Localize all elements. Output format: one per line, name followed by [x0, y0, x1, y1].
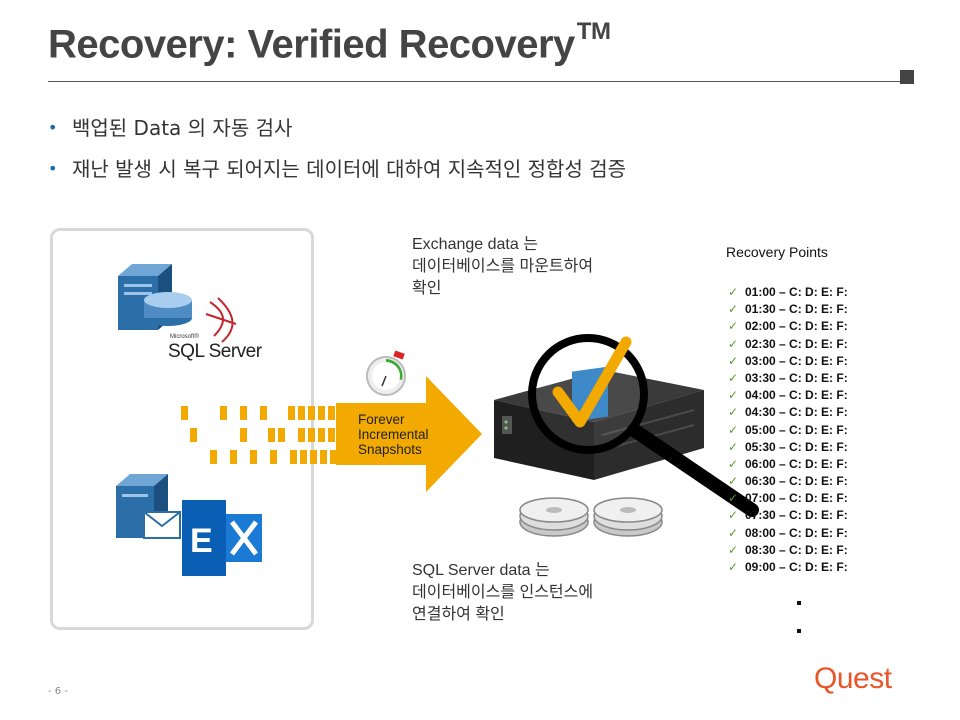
checkmark-icon: ✓ [728, 560, 739, 574]
sql-server-icon [118, 264, 237, 343]
title-corner-square [900, 70, 914, 84]
checkmark-icon: ✓ [728, 508, 739, 523]
arrow-label-line: Forever [358, 412, 405, 427]
slide-title-text: Recovery: Verified Recovery [48, 22, 575, 67]
sql-verification-note: SQL Server data 는 데이터베이스를 인스턴스에 연결하여 확인 [412, 560, 593, 626]
sql-logo-small-text: Microsoft® [170, 334, 199, 340]
recovery-point-item: ✓08:30 – C: D: E: F: [728, 542, 848, 559]
checkmark-icon: ✓ [728, 456, 739, 471]
checkmark-icon: ✓ [728, 525, 739, 540]
note-line: 데이터베이스를 마운트하여 [412, 258, 594, 275]
sql-server-logo-text: SQL Server [168, 341, 262, 362]
recovery-point-item: ✓03:00 – C: D: E: F: [728, 353, 848, 370]
bullet-list: 백업된 Data 의 자동 검사 재난 발생 시 복구 되어지는 데이터에 대하… [48, 116, 626, 198]
recovery-point-item: ✓04:00 – C: D: E: F: [728, 387, 848, 404]
recovery-point-item: ✓05:00 – C: D: E: F: [728, 422, 848, 439]
note-line: Exchange data 는 [412, 236, 538, 253]
recovery-point-item: ✓05:30 – C: D: E: F: [728, 439, 848, 456]
recovery-point-item: ✓07:30 – C: D: E: F: [728, 507, 848, 524]
snapshot-arrow [336, 376, 482, 492]
ellipsis-dot [797, 629, 801, 633]
backup-appliance-icon [494, 334, 759, 517]
recovery-points-list: ✓01:00 – C: D: E: F: ✓01:30 – C: D: E: F… [728, 284, 848, 576]
stopwatch-icon [366, 350, 406, 396]
recovery-points-title: Recovery Points [726, 244, 828, 260]
recovery-point-item: ✓06:30 – C: D: E: F: [728, 473, 848, 490]
recovery-point-item: ✓03:30 – C: D: E: F: [728, 370, 848, 387]
arrow-label: Forever Incremental Snapshots [358, 412, 429, 457]
ellipsis-dot [797, 601, 801, 605]
recovery-point-item: ✓02:00 – C: D: E: F: [728, 318, 848, 335]
recovery-point-item: ✓01:30 – C: D: E: F: [728, 301, 848, 318]
checkmark-icon: ✓ [728, 542, 739, 557]
checkmark-icon: ✓ [728, 439, 739, 454]
recovery-point-item: ✓01:00 – C: D: E: F: [728, 284, 848, 301]
exchange-verification-note: Exchange data 는 데이터베이스를 마운트하여 확인 [412, 234, 593, 300]
checkmark-icon: ✓ [728, 302, 739, 317]
trademark-superscript: TM [576, 18, 611, 45]
checkmark-icon: ✓ [728, 319, 739, 334]
recovery-point-item: ✓06:00 – C: D: E: F: [728, 456, 848, 473]
checkmark-icon: ✓ [728, 474, 739, 489]
note-line: 연결하여 확인 [412, 606, 505, 623]
checkmark-icon: ✓ [728, 491, 739, 506]
recovery-point-item: ✓08:00 – C: D: E: F: [728, 525, 848, 542]
exchange-server-icon: E [116, 474, 262, 576]
page-number: - 6 - [48, 686, 68, 697]
arrow-label-line: Snapshots [358, 442, 422, 457]
note-line: SQL Server data 는 [412, 562, 550, 579]
note-line: 데이터베이스를 인스턴스에 [412, 584, 594, 601]
recovery-point-item: ✓07:00 – C: D: E: F: [728, 490, 848, 507]
checkmark-icon: ✓ [728, 422, 739, 437]
slide-title: Recovery: Verified RecoveryTM [48, 18, 611, 67]
quest-logo: Quest [814, 662, 892, 695]
checkmark-icon: ✓ [728, 405, 739, 420]
title-divider [48, 81, 900, 82]
checkmark-icon: ✓ [728, 353, 739, 368]
checkmark-icon: ✓ [728, 285, 739, 299]
recovery-point-item: ✓04:30 – C: D: E: F: [728, 404, 848, 421]
note-line: 확인 [412, 280, 442, 297]
bullet-item: 백업된 Data 의 자동 검사 [48, 116, 626, 140]
checkmark-icon: ✓ [728, 388, 739, 403]
bullet-item: 재난 발생 시 복구 되어지는 데이터에 대하여 지속적인 정합성 검증 [48, 157, 626, 181]
recovery-point-item: ✓09:00 – C: D: E: F: [728, 559, 848, 576]
checkmark-icon: ✓ [728, 336, 739, 351]
storage-disks-icon [519, 497, 663, 537]
recovery-point-item: ✓02:30 – C: D: E: F: [728, 336, 848, 353]
arrow-label-line: Incremental [358, 427, 429, 442]
svg-text:E: E [190, 522, 213, 560]
checkmark-icon: ✓ [728, 370, 739, 385]
